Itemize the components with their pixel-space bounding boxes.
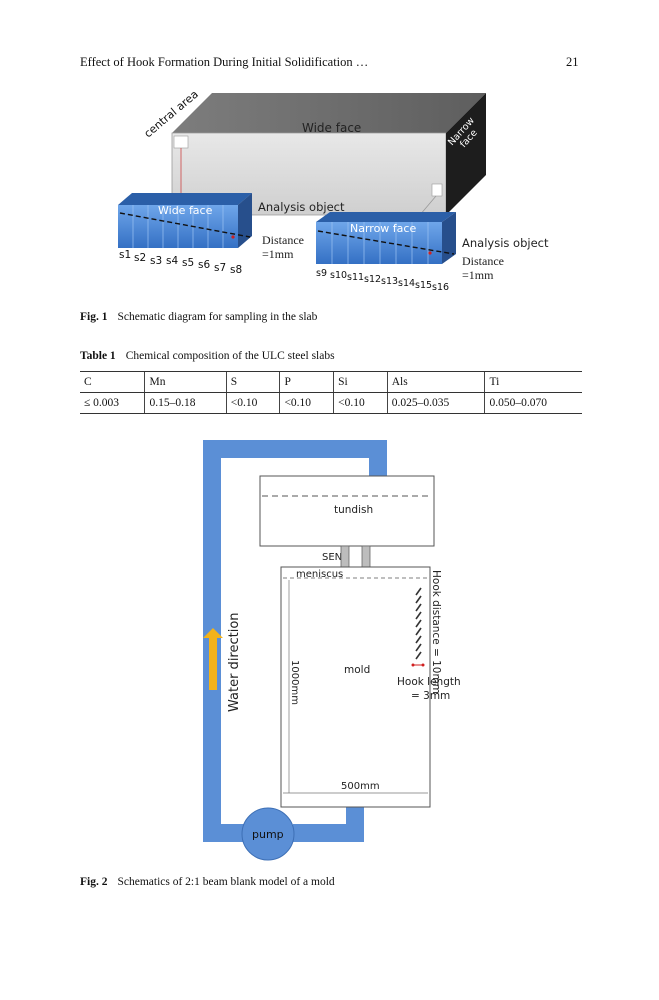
header-cell: P	[279, 371, 334, 393]
right-slab-title: Narrow face	[350, 222, 416, 235]
label-distance-1: Distance	[262, 233, 304, 247]
sample-label: s10	[330, 270, 347, 281]
sample-label: s12	[364, 274, 381, 285]
figure-1-caption-text: Schematic diagram for sampling in the sl…	[117, 311, 318, 323]
chemical-composition-table: C Mn S P Si Als Ti ≤ 0.003 0.15–0.18 <0.…	[80, 371, 582, 414]
label-1mm-1: =1mm	[262, 247, 294, 261]
label-hook-length-2: = 3mm	[411, 690, 450, 702]
header-cell: S	[225, 371, 280, 393]
sample-label: s15	[415, 280, 432, 291]
left-slab-title: Wide face	[158, 204, 213, 217]
sample-label: s8	[230, 264, 242, 276]
slab-side-face	[446, 93, 486, 215]
figure-2-label: Fig. 2	[80, 876, 108, 888]
label-analysis-object-2: Analysis object	[462, 236, 549, 250]
label-hook-distance: Hook distance = 10mm	[430, 570, 442, 694]
header-cell: Si	[333, 371, 388, 393]
sample-label: s6	[198, 259, 210, 271]
table-1-caption: Table 1 Chemical composition of the ULC s…	[80, 350, 335, 362]
sample-label: s2	[134, 252, 146, 264]
sample-label: s14	[398, 278, 415, 289]
label-pump: pump	[252, 828, 284, 841]
label-1000mm: 1000mm	[289, 660, 300, 705]
table-cell: 0.050–0.070	[484, 392, 582, 414]
page-number: 21	[566, 55, 579, 69]
sample-label: s4	[166, 255, 178, 267]
right-slab-top	[316, 212, 456, 222]
figure-1-caption: Fig. 1 Schematic diagram for sampling in …	[80, 311, 317, 323]
table-cell: <0.10	[333, 392, 388, 414]
label-mold: mold	[344, 664, 370, 676]
sample-label: s16	[432, 282, 449, 293]
pump	[241, 807, 295, 861]
water-channel	[203, 458, 244, 842]
label-water-direction: Water direction	[227, 612, 242, 712]
sample-label: s5	[182, 257, 194, 269]
figure-1-label: Fig. 1	[80, 311, 108, 323]
left-slab-top	[118, 193, 252, 205]
running-header-title: Effect of Hook Formation During Initial …	[80, 55, 369, 69]
header-cell: Mn	[144, 371, 227, 393]
left-sample-labels: s1 s2 s3 s4 s5 s6 s7 s8	[119, 249, 242, 276]
header-cell: Ti	[484, 371, 582, 393]
table-cell: 0.025–0.035	[386, 392, 485, 414]
label-hook-length-1: Hook length	[397, 676, 461, 688]
table-cell: 0.15–0.18	[144, 392, 227, 414]
right-sample-labels: s9 s10 s11 s12 s13 s14 s15 s16	[316, 268, 449, 293]
sample-label: s11	[347, 272, 364, 283]
label-tundish: tundish	[334, 504, 373, 516]
narrow-area-marker	[431, 183, 443, 197]
right-slab-side	[442, 212, 456, 264]
figure-2-caption-text: Schematics of 2:1 beam blank model of a …	[117, 876, 335, 888]
header-cell: Als	[386, 371, 485, 393]
table-header-row: C Mn S P Si Als Ti	[80, 371, 582, 393]
table-row: ≤ 0.003 0.15–0.18 <0.10 <0.10 <0.10 0.02…	[80, 392, 582, 414]
table-cell: ≤ 0.003	[80, 392, 145, 414]
header-cell: C	[80, 371, 145, 393]
label-analysis-object-1: Analysis object	[258, 200, 345, 214]
right-slab-front	[316, 222, 442, 264]
table-cell: <0.10	[225, 392, 280, 414]
label-wide-face: Wide face	[302, 121, 361, 135]
figure-2-caption: Fig. 2 Schematics of 2:1 beam blank model…	[80, 876, 335, 888]
sample-label: s7	[214, 262, 226, 274]
table-cell: <0.10	[279, 392, 334, 414]
label-1mm-2: =1mm	[462, 268, 494, 282]
sample-label: s1	[119, 249, 131, 261]
label-meniscus: meniscus	[296, 569, 343, 580]
sample-label: s13	[381, 276, 398, 287]
figure-1: central area Wide face Narrow face Wide …	[118, 88, 549, 293]
hook-marks	[415, 587, 422, 660]
sample-label: s3	[150, 255, 162, 267]
mold	[280, 566, 431, 808]
sample-label: s9	[316, 268, 327, 279]
table-1-caption-text: Chemical composition of the ULC steel sl…	[125, 350, 335, 362]
label-distance-2: Distance	[462, 254, 504, 268]
left-slab-side	[238, 193, 252, 248]
figure-2: tundish SEN meniscus mold 1000mm 500mm H…	[203, 440, 461, 861]
label-500mm: 500mm	[341, 781, 380, 792]
slab-top-face	[172, 93, 486, 133]
label-sen: SEN	[322, 552, 342, 563]
tundish	[259, 475, 435, 547]
table-1-label: Table 1	[80, 350, 116, 362]
